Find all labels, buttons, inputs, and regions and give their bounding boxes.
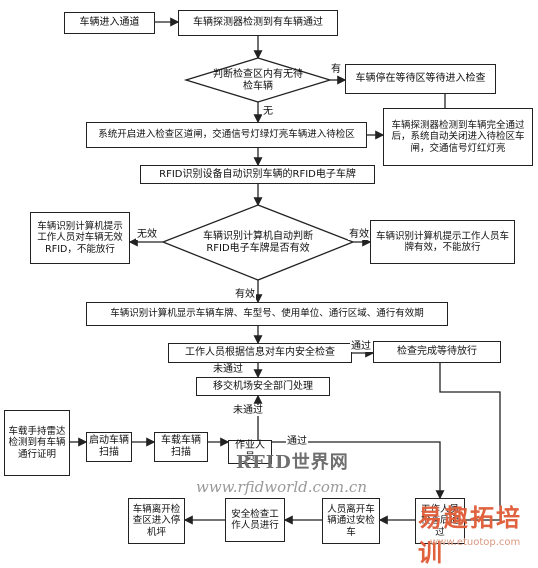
flow-arrows xyxy=(70,17,501,525)
node-valid-tag-notice: 车辆识别计算机提示工作人员车牌有效，不能放行 xyxy=(370,220,515,264)
edge-label-valid-right: 有效 xyxy=(348,229,370,240)
node-system-opens-gate: 系统开启进入检查区道闸，交通信号灯绿灯亮车辆进入待检区 xyxy=(86,122,367,148)
edge-label-invalid: 无效 xyxy=(136,229,158,240)
node-staff-check-safety: 工作人员根据信息对车内安全检查 xyxy=(168,343,352,363)
edge-label-valid-down: 有效 xyxy=(234,289,256,300)
node-invalid-tag-handling: 车辆识别计算机提示工作人员对车辆无效RFID，不能放行 xyxy=(30,212,130,264)
decision-tag-valid: 车辆识别计算机自动判断RFID电子车牌是否有效 xyxy=(203,230,313,255)
node-staff-inspect: 作业人员 xyxy=(228,440,272,464)
node-check-done-release: 检查完成等待放行 xyxy=(373,341,501,363)
edge-label-pass: 通过 xyxy=(350,341,372,352)
edge-label-fail: 未通过 xyxy=(212,364,244,375)
node-send-to-checkpoint: 启动车辆扫描 xyxy=(86,432,132,462)
watermark-brand: 易趣拓培训 xyxy=(418,504,522,567)
node-personnel-exit: 车辆离开检查区进入停机坪 xyxy=(128,498,185,544)
node-report-to-airport-security: 移交机场安全部门处理 xyxy=(196,377,330,396)
edge-inspect-to-verify xyxy=(272,441,445,500)
decision-vehicle-in-zone: 判断检查区内有无待检车辆 xyxy=(213,68,303,93)
node-security-check-staff: 安全检查工作人员进行 xyxy=(225,498,285,542)
node-abnormal-vehicle: 车载手持雷达检测到有车辆通行证明 xyxy=(4,410,70,476)
watermark-brand-url: www.etuotop.com xyxy=(430,537,521,548)
edge-release-down xyxy=(439,363,501,521)
node-vehicle-enters-lane: 车辆进入通道 xyxy=(64,12,155,34)
node-gate-closes-light-red: 车辆探测器检测到车辆完全通过后，系统自动关闭进入待检区车闸，交通信号灯红灯亮 xyxy=(383,108,533,166)
edge-label-none: 无 xyxy=(262,106,274,117)
node-rfid-reads-tag: RFID识别设备自动识别车辆的RFID电子车牌 xyxy=(140,165,375,184)
node-driver-leaves: 人员离开车辆通过安检车 xyxy=(322,498,380,544)
watermark-site-name: RFID世界网 xyxy=(236,452,349,473)
edge-label-has: 有 xyxy=(330,64,342,75)
node-staff-verify: 工作人员检查后通过 xyxy=(415,498,465,544)
node-detector-detects: 车辆探测器检测到有车辆通过 xyxy=(178,10,338,36)
node-wait-in-waiting-zone: 车辆停在等待区等待进入检查 xyxy=(345,64,496,94)
node-show-vehicle-info: 车辆识别计算机显示车辆车牌、车型号、使用单位、通行区域、通行有效期 xyxy=(86,302,448,326)
edge-label-pass-2: 通过 xyxy=(286,436,308,447)
process-flowchart: 车辆进入通道 车辆探测器检测到有车辆通过 判断检查区内有无待检车辆 有 车辆停在… xyxy=(4,10,533,567)
edge-label-fail-up: 未通过 xyxy=(232,405,264,416)
watermark-site-url: www.rfidworld.com.cn xyxy=(196,478,367,496)
node-vehicle-scan: 车载车辆扫描 xyxy=(154,432,208,462)
